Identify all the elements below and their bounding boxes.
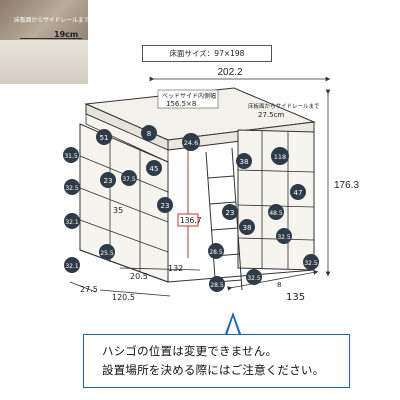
inset-note: 床板面からサイドレールまで <box>14 17 88 24</box>
label-325d: 32.5 <box>304 260 318 267</box>
badge-38b <box>239 219 255 235</box>
badge-23b <box>157 197 173 213</box>
badge-47 <box>290 184 306 200</box>
badge-38a <box>236 153 252 169</box>
label-23a: 23 <box>104 177 113 185</box>
badge-45 <box>146 160 162 176</box>
badge-325c <box>276 228 292 244</box>
badge-246 <box>182 133 200 151</box>
badge-118 <box>271 147 289 165</box>
label-315: 31.5 <box>64 153 78 160</box>
badge-23c <box>222 204 238 220</box>
dim-line-275 <box>69 281 97 293</box>
badge-325b <box>246 269 262 285</box>
badge-51 <box>96 129 112 145</box>
bed-side-inner-line1: ベッドサイド内側幅 <box>162 92 216 100</box>
badge-8 <box>141 125 157 141</box>
label-321: 32.1 <box>65 219 79 226</box>
badge-285a <box>208 243 224 259</box>
overall-height: 176.3 <box>334 180 359 191</box>
badge-325d <box>303 254 319 270</box>
inset-shelf <box>0 40 88 84</box>
dim-line-1205 <box>99 289 171 297</box>
label-118: 118 <box>274 153 286 161</box>
label-485: 48.5 <box>269 210 283 217</box>
notice-line-2: 設置場所を決める際にはご注意ください。 <box>102 363 325 377</box>
ladder <box>205 147 243 293</box>
bed-side-inner-box <box>157 89 219 109</box>
label-325a: 32.5 <box>65 185 79 192</box>
notice-line-1: ハシゴの位置は変更できません。 <box>102 344 278 358</box>
badge-321b <box>64 257 80 273</box>
label-23c: 23 <box>226 209 235 217</box>
rail-height-line1: 床板面からサイドレールまで <box>248 102 320 110</box>
dim-205: 20.5 <box>130 272 148 281</box>
dim-line-132 <box>119 267 201 271</box>
floor-size-label: 床面サイズ：97×198 <box>142 45 272 62</box>
label-246: 24.6 <box>184 139 198 147</box>
dim-1205: 120.5 <box>112 293 135 302</box>
badge-315 <box>63 147 79 163</box>
inset-dimension: 19cm <box>54 30 79 39</box>
label-325b: 32.5 <box>247 275 261 282</box>
badge-325a <box>64 179 80 195</box>
callout-pointer-inner <box>227 317 239 335</box>
bed-side-inner-line2: 156.5×8 <box>166 100 196 108</box>
inner-height: 136.7 <box>180 216 202 225</box>
label-375: 37.5 <box>122 176 136 183</box>
label-38a: 38 <box>240 158 249 166</box>
badge-321 <box>64 213 80 229</box>
badge-375 <box>121 170 137 186</box>
label-321b: 32.1 <box>65 263 79 270</box>
label-23b: 23 <box>161 202 170 210</box>
badge-285b <box>209 276 225 292</box>
dim-132: 132 <box>168 264 183 273</box>
inset-dimension-line <box>20 38 82 39</box>
label-47: 47 <box>294 189 303 197</box>
overall-depth: 135 <box>286 292 305 303</box>
dim-275: 27.5 <box>80 285 98 294</box>
badge-23a <box>100 172 116 188</box>
depth-dimension-line <box>227 270 319 291</box>
label-285a: 28.5 <box>209 249 223 256</box>
label-8b: 8 <box>277 281 281 289</box>
label-285b: 28.5 <box>210 282 224 289</box>
rail-height-line2: 27.5cm <box>258 111 284 119</box>
label-45: 45 <box>150 165 159 173</box>
inner-height-box <box>177 213 199 227</box>
label-255: 25.5 <box>100 250 114 257</box>
overall-width: 202.2 <box>217 67 242 78</box>
label-35: 35 <box>113 206 123 215</box>
label-51: 51 <box>100 134 109 142</box>
label-8: 8 <box>147 130 151 138</box>
badge-255 <box>99 244 115 260</box>
inset-photo: 床板面からサイドレールまで 19cm <box>0 0 88 84</box>
badge-485 <box>268 204 284 220</box>
notice-callout: ハシゴの位置は変更できません。 設置場所を決める際にはご注意ください。 <box>83 334 350 388</box>
label-38b: 38 <box>243 224 252 232</box>
label-325c: 32.5 <box>277 234 291 241</box>
